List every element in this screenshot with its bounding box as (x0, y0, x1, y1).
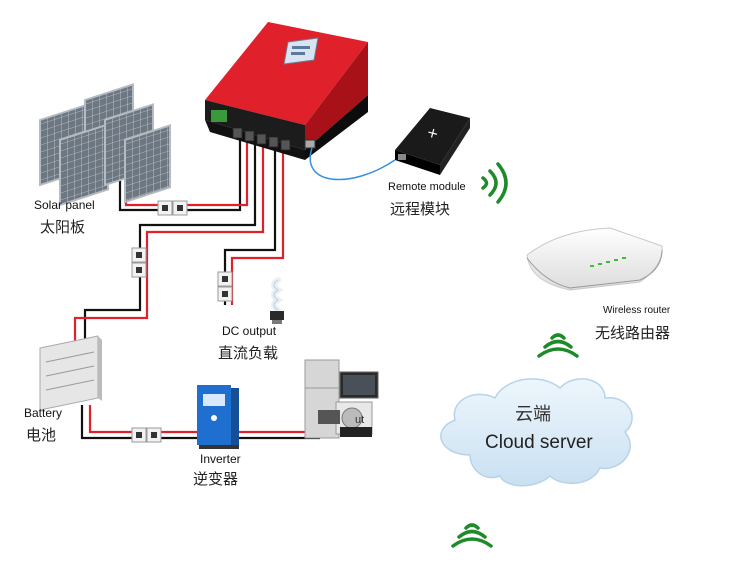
remote-module-label-cn: 远程模块 (390, 201, 451, 218)
ac-load-appliances-image (304, 359, 379, 439)
wifi-signal-icon (481, 162, 508, 204)
wifi-signal-icon (451, 523, 493, 548)
dc-output-label-cn: 直流负载 (218, 345, 279, 362)
wireless-router-label-en: Wireless router (603, 305, 671, 316)
rj45-port (304, 139, 316, 149)
inverter-label-cn: 逆变器 (193, 471, 239, 488)
breaker-battery (131, 247, 147, 278)
lcd-screen (283, 37, 319, 65)
solar-panel-label-en: Solar panel (34, 198, 95, 212)
solar-panel-label-cn: 太阳板 (40, 219, 86, 236)
cloud-server-shape (440, 378, 633, 487)
data-cable (309, 147, 396, 181)
wireless-router-label-cn: 无线路由器 (595, 325, 671, 342)
battery-label-cn: 电池 (26, 427, 57, 444)
breaker-dc (217, 271, 233, 302)
wifi-signal-icon (537, 333, 579, 358)
remote-module-image: ✕ (395, 108, 470, 175)
cloud-label-cn: 云端 (515, 404, 551, 424)
dc-output-label-en: DC output (222, 324, 277, 338)
breaker-solar (157, 200, 188, 216)
inverter-label-en: Inverter (200, 452, 241, 466)
battery-image (39, 335, 102, 411)
cloud-label-en: Cloud server (485, 432, 593, 453)
dc-load-bulb-image (270, 277, 284, 324)
solar-charge-controller (205, 22, 368, 160)
breaker-inverter (131, 427, 162, 443)
terminal-block-green (211, 110, 227, 122)
solar-panel-image (39, 83, 171, 207)
wireless-router-image (526, 227, 663, 291)
inverter-image (197, 385, 239, 449)
battery-label-en: Battery (24, 406, 63, 420)
remote-module-label-en: Remote module (388, 181, 466, 193)
ac-load-label-fragment: ut (355, 414, 365, 426)
